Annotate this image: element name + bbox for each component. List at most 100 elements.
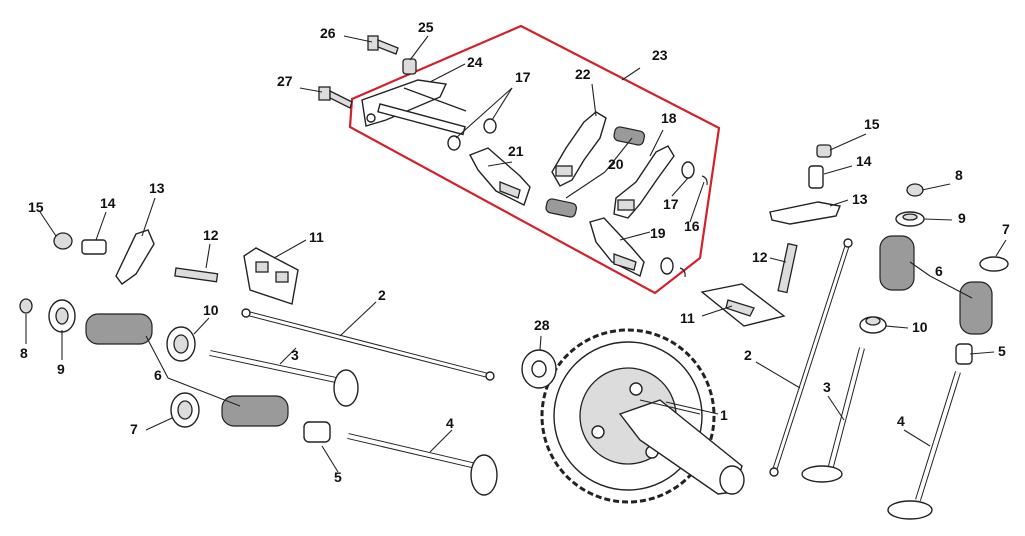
leader-line bbox=[829, 133, 867, 151]
part-26-bolt bbox=[367, 35, 399, 55]
callout-11-left: 11 bbox=[309, 229, 324, 245]
leader-line bbox=[621, 67, 641, 81]
leader-line bbox=[923, 218, 953, 221]
callout-1: 1 bbox=[720, 407, 728, 423]
part-14-adjuster-left bbox=[81, 239, 107, 255]
part-6-spring-right-a bbox=[879, 235, 915, 291]
leader-line bbox=[95, 211, 107, 241]
leader-line bbox=[909, 261, 931, 277]
callout-21: 21 bbox=[508, 143, 524, 159]
callout-13-right: 13 bbox=[852, 191, 868, 207]
part-4-valve-right bbox=[887, 371, 961, 520]
callout-14-left: 14 bbox=[100, 195, 116, 211]
callout-13-left: 13 bbox=[149, 180, 165, 196]
leader-line bbox=[995, 239, 1007, 257]
leader-line bbox=[145, 417, 173, 431]
callout-20: 20 bbox=[608, 156, 624, 172]
part-3-valve-left bbox=[209, 350, 359, 407]
leader-line bbox=[273, 239, 307, 259]
part-11-guide-plate-right bbox=[700, 283, 786, 327]
callout-6-right: 6 bbox=[935, 263, 943, 279]
callout-10-right: 10 bbox=[912, 319, 928, 335]
part-6-spring-left-b bbox=[221, 395, 289, 427]
leader-line bbox=[829, 199, 849, 207]
callout-17-lower: 17 bbox=[663, 196, 679, 212]
leader-line bbox=[929, 275, 973, 299]
part-5-seal-right bbox=[955, 343, 973, 365]
part-11-guide-plate-left bbox=[243, 247, 299, 305]
callout-18: 18 bbox=[661, 110, 677, 126]
callout-11-right: 11 bbox=[680, 310, 695, 326]
part-2-pushrod-left bbox=[241, 308, 495, 381]
callout-23: 23 bbox=[652, 47, 668, 63]
leader-line bbox=[145, 335, 169, 379]
leader-line bbox=[665, 401, 719, 415]
callout-6-left: 6 bbox=[154, 367, 162, 383]
leader-line bbox=[649, 129, 664, 157]
rocker-assembly-highlight bbox=[348, 24, 721, 295]
part-16-clip bbox=[679, 175, 708, 278]
callout-17-upper: 17 bbox=[515, 69, 531, 85]
leader-line bbox=[639, 399, 701, 415]
leader-line bbox=[429, 429, 453, 453]
leader-line bbox=[539, 335, 542, 351]
callout-5-left: 5 bbox=[334, 469, 342, 485]
leader-line bbox=[969, 351, 995, 355]
callout-22: 22 bbox=[575, 66, 591, 82]
part-7-retainer-right bbox=[979, 256, 1009, 272]
leader-line bbox=[429, 63, 466, 83]
part-10-seal-right bbox=[859, 316, 887, 334]
callout-9-right: 9 bbox=[958, 210, 966, 226]
leader-line bbox=[701, 305, 733, 317]
leader-line bbox=[205, 243, 211, 269]
part-25-nut bbox=[402, 58, 417, 75]
part-9-retainer-left bbox=[48, 299, 76, 333]
part-6-spring-left-a bbox=[85, 313, 153, 345]
callout-labels: 26 25 24 27 17 22 23 18 21 20 17 16 19 1… bbox=[20, 19, 1010, 485]
leader-line bbox=[565, 171, 606, 199]
part-17-washer-lower bbox=[660, 161, 695, 275]
leader-line bbox=[455, 87, 513, 139]
part-14-adjuster-right bbox=[808, 165, 824, 189]
callout-25: 25 bbox=[418, 19, 434, 35]
leader-line bbox=[619, 231, 651, 241]
part-20-springs bbox=[545, 126, 646, 218]
part-12-stud-left bbox=[174, 267, 219, 283]
leader-line bbox=[671, 177, 689, 197]
leader-line bbox=[604, 137, 633, 173]
leader-line bbox=[279, 347, 297, 365]
callout-3-right: 3 bbox=[823, 379, 831, 395]
leader-line bbox=[339, 301, 377, 337]
part-10-seal-left bbox=[166, 326, 196, 362]
callout-12-left: 12 bbox=[203, 227, 219, 243]
leader-line bbox=[755, 361, 801, 389]
leader-line bbox=[491, 87, 513, 121]
leader-line bbox=[591, 83, 597, 117]
leader-line bbox=[409, 35, 429, 61]
part-13-rocker-left bbox=[115, 229, 155, 285]
callout-24: 24 bbox=[467, 54, 483, 70]
leader-line bbox=[141, 197, 156, 237]
part-12-stud-right bbox=[777, 242, 798, 294]
callout-4-left: 4 bbox=[446, 415, 454, 431]
part-18-rocker-arm bbox=[613, 145, 675, 219]
part-5-seal-left bbox=[303, 421, 331, 443]
part-28-washer bbox=[521, 349, 557, 389]
callout-2-left: 2 bbox=[378, 287, 386, 303]
callout-2-right: 2 bbox=[744, 347, 752, 363]
callout-5-right: 5 bbox=[998, 343, 1006, 359]
leader-lines bbox=[25, 35, 1007, 473]
leader-line bbox=[885, 325, 909, 329]
part-2-pushrod-right bbox=[769, 238, 853, 477]
leader-line bbox=[903, 429, 931, 447]
leader-line bbox=[193, 317, 210, 335]
leader-line bbox=[343, 35, 373, 43]
callout-16: 16 bbox=[684, 218, 700, 234]
part-15-nut-left bbox=[53, 232, 73, 250]
callout-14-right: 14 bbox=[856, 153, 872, 169]
part-21-rocker-arm bbox=[469, 147, 531, 206]
leader-line bbox=[299, 87, 323, 93]
part-3-valve-right bbox=[801, 347, 865, 483]
